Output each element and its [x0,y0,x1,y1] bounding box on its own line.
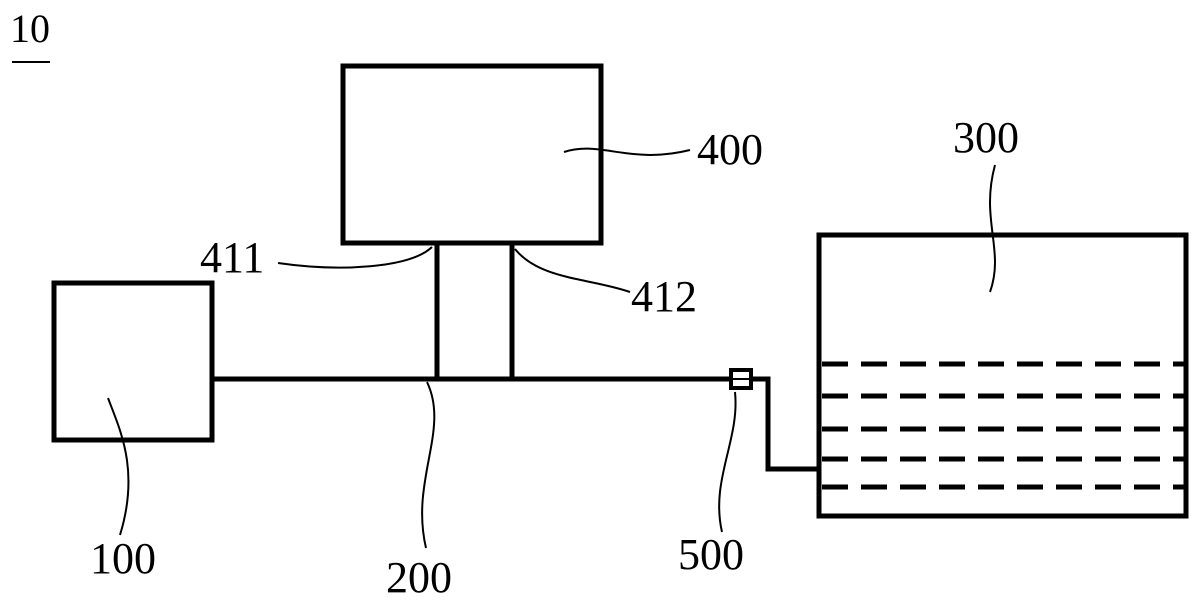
leader-branch-left [277,246,433,269]
leader-tank [989,164,996,293]
leader-device [563,147,691,156]
leader-source [107,397,130,536]
label-pipe: 200 [386,553,452,602]
label-valve: 500 [678,530,744,579]
label-tank: 300 [953,113,1019,162]
leader-branch-right [514,248,631,293]
leader-pipe [421,381,436,549]
source-box [51,280,215,443]
tank-box [816,232,1189,519]
label-branch-right: 412 [631,272,697,321]
label-device: 400 [697,125,763,174]
tank-inlet-pipe [751,376,819,472]
device-box [340,63,604,246]
leader-valve [718,391,737,533]
label-branch-left: 411 [200,233,264,282]
label-source: 100 [90,534,156,583]
figure-number: 10 [10,6,50,51]
